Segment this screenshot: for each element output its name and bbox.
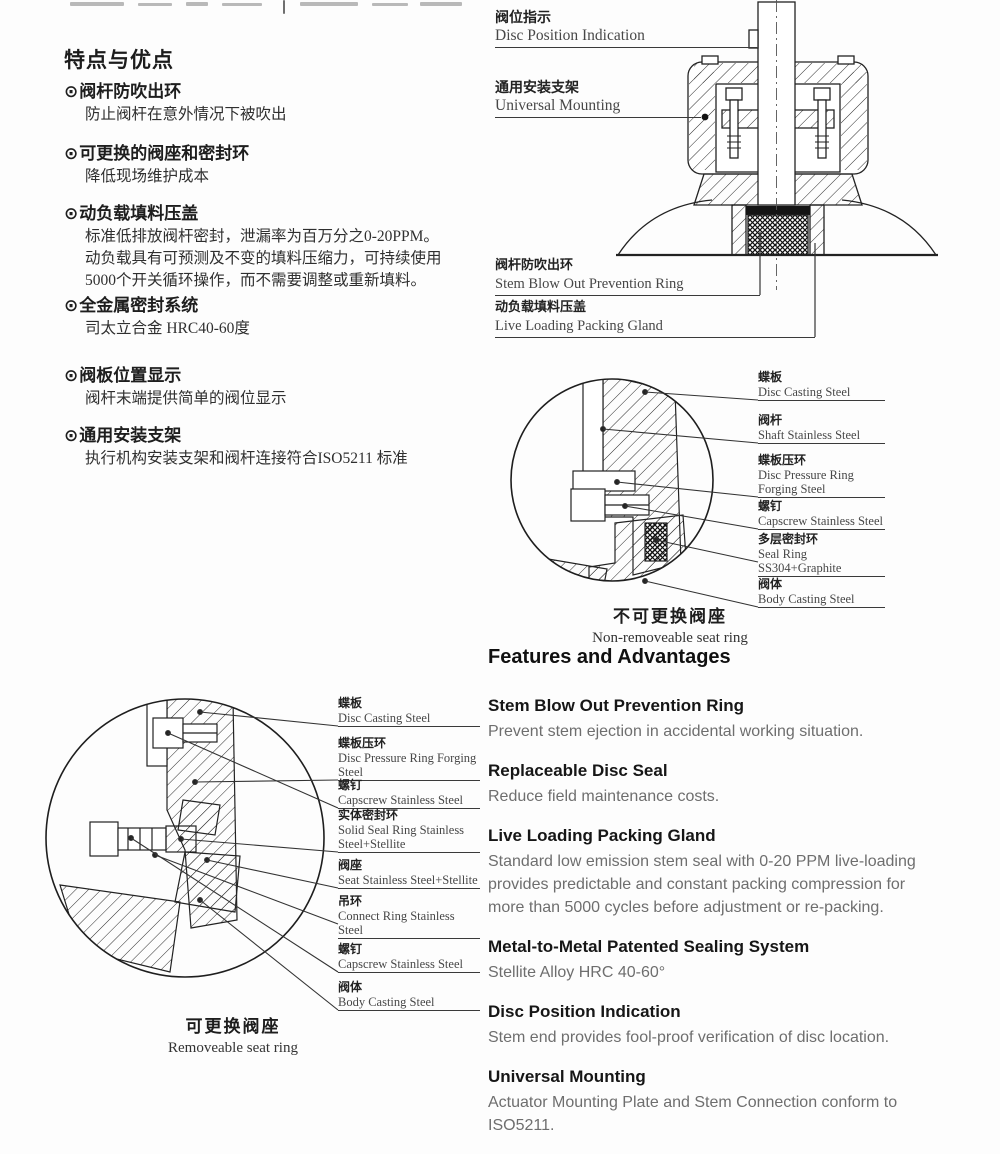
feature-en-section: Replaceable Disc Seal Reduce field maint…: [488, 760, 940, 808]
c1-label-seal-ring: 多层密封环 Seal Ring SS304+Graphite: [758, 532, 885, 577]
c2-label-seat: 阀座 Seat Stainless Steel+Stellite: [338, 858, 480, 889]
feature-en-body: Stellite Alloy HRC 40-60°: [488, 964, 666, 981]
feature-zh-title: 阀杆防吹出环: [79, 82, 182, 101]
nonremovable-seat-caption: 不可更换阀座 Non-removeable seat ring: [592, 607, 748, 646]
features-zh-heading: 特点与优点: [64, 49, 174, 72]
feature-zh-line: 执行机构安装支架和阀杆连接符合ISO5211 标准: [85, 450, 408, 467]
feature-zh-line: 降低现场维护成本: [85, 168, 210, 185]
bullet-icon: ⊙: [64, 366, 79, 385]
c2-label-pressure-ring: 蝶板压环 Disc Pressure Ring Forging Steel: [338, 736, 480, 781]
bullet-icon: ⊙: [64, 426, 79, 445]
leader-dot: [701, 113, 709, 121]
c2-label-body: 阀体 Body Casting Steel: [338, 980, 480, 1011]
feature-en-section: Metal-to-Metal Patented Sealing System S…: [488, 936, 940, 984]
features-zh-section: 特点与优点 ⊙阀杆防吹出环 防止阀杆在意外情况下被吹出 ⊙可更换的阀座和密封环 …: [64, 44, 494, 467]
feature-zh-title: 阀板位置显示: [79, 366, 182, 385]
feature-zh-title: 动负载填料压盖: [79, 204, 199, 223]
circle1-leader-lines: [600, 389, 759, 608]
feature-zh-title: 通用安装支架: [79, 426, 182, 445]
feature-zh-line: 动负载具有可预测及不变的填料压缩力，可持续使用: [85, 250, 442, 267]
c1-label-disc: 蝶板 Disc Casting Steel: [758, 370, 885, 401]
feature-en-body: Reduce field maintenance costs.: [488, 788, 720, 805]
removable-seat-caption: 可更换阀座 Removeable seat ring: [168, 1017, 298, 1056]
assembly-label-packing-gland: 动负载填料压盖 Live Loading Packing Gland: [495, 298, 815, 338]
features-en-heading: Features and Advantages: [488, 646, 731, 668]
c1-label-pressure-ring: 蝶板压环 Disc Pressure Ring Forging Steel: [758, 453, 885, 498]
feature-zh-line: 标准低排放阀杆密封，泄漏率为百万分之0-20PPM。: [85, 228, 439, 245]
feature-en-title: Replaceable Disc Seal: [488, 761, 668, 780]
bullet-icon: ⊙: [64, 82, 79, 101]
feature-zh-item: ⊙通用安装支架 执行机构安装支架和阀杆连接符合ISO5211 标准: [64, 424, 494, 470]
feature-zh-line: 司太立合金 HRC40-60度: [85, 320, 250, 337]
valve-assembly-cross-section: [616, 0, 938, 337]
feature-zh-line: 防止阀杆在意外情况下被吹出: [85, 106, 287, 123]
feature-zh-title: 可更换的阀座和密封环: [79, 144, 250, 163]
feature-en-title: Universal Mounting: [488, 1067, 646, 1086]
feature-en-body: Actuator Mounting Plate and Stem Connect…: [488, 1094, 898, 1134]
feature-en-section: Universal Mounting Actuator Mounting Pla…: [488, 1066, 940, 1137]
assembly-label-disc-position: 阀位指示 Disc Position Indication: [495, 8, 757, 48]
feature-zh-item: ⊙阀杆防吹出环 防止阀杆在意外情况下被吹出: [64, 80, 494, 126]
c1-label-capscrew: 螺钉 Capscrew Stainless Steel: [758, 499, 885, 530]
bullet-icon: ⊙: [64, 296, 79, 315]
circle2-leader-lines: [128, 709, 339, 1011]
c2-label-solid-seal: 实体密封环 Solid Seal Ring Stainless Steel+St…: [338, 808, 480, 853]
feature-en-section: Disc Position Indication Stem end provid…: [488, 1001, 940, 1049]
c1-label-shaft: 阀杆 Shaft Stainless Steel: [758, 413, 885, 444]
feature-zh-line: 阀杆末端提供简单的阀位显示: [85, 390, 287, 407]
feature-en-body: Stem end provides fool-proof verificatio…: [488, 1029, 890, 1046]
features-en-section: Features and Advantages Stem Blow Out Pr…: [488, 646, 940, 1154]
nonremovable-seat-detail-diagram: [510, 378, 759, 608]
assembly-leader-lines: [759, 232, 816, 337]
feature-en-title: Stem Blow Out Prevention Ring: [488, 696, 744, 715]
c2-label-disc: 蝶板 Disc Casting Steel: [338, 696, 480, 727]
bullet-icon: ⊙: [64, 204, 79, 223]
feature-zh-item: ⊙全金属密封系统 司太立合金 HRC40-60度: [64, 294, 494, 340]
c1-label-body: 阀体 Body Casting Steel: [758, 577, 885, 608]
feature-en-section: Stem Blow Out Prevention Ring Prevent st…: [488, 695, 940, 743]
feature-zh-line: 5000个开关循环操作，而不需要调整或重新填料。: [85, 272, 427, 289]
bullet-icon: ⊙: [64, 144, 79, 163]
assembly-label-universal-mounting: 通用安装支架 Universal Mounting: [495, 78, 701, 118]
feature-en-title: Metal-to-Metal Patented Sealing System: [488, 937, 810, 956]
removable-seat-detail-diagram: [45, 698, 339, 1011]
c2-label-capscrew-mid: 螺钉 Capscrew Stainless Steel: [338, 942, 480, 973]
assembly-label-blowout-ring: 阀杆防吹出环 Stem Blow Out Prevention Ring: [495, 256, 760, 296]
feature-en-title: Disc Position Indication: [488, 1002, 681, 1021]
feature-en-body: Standard low emission stem seal with 0-2…: [488, 853, 916, 916]
feature-en-body: Prevent stem ejection in accidental work…: [488, 723, 864, 740]
feature-zh-item: ⊙可更换的阀座和密封环 降低现场维护成本: [64, 142, 494, 188]
feature-zh-title: 全金属密封系统: [79, 296, 199, 315]
c2-label-capscrew-top: 螺钉 Capscrew Stainless Steel: [338, 778, 480, 809]
c2-label-connect-ring: 吊环 Connect Ring Stainless Steel: [338, 894, 480, 939]
feature-en-section: Live Loading Packing Gland Standard low …: [488, 825, 940, 919]
feature-zh-item: ⊙动负载填料压盖 标准低排放阀杆密封，泄漏率为百万分之0-20PPM。 动负载具…: [64, 202, 494, 292]
feature-en-title: Live Loading Packing Gland: [488, 826, 716, 845]
feature-zh-item: ⊙阀板位置显示 阀杆末端提供简单的阀位显示: [64, 364, 494, 410]
